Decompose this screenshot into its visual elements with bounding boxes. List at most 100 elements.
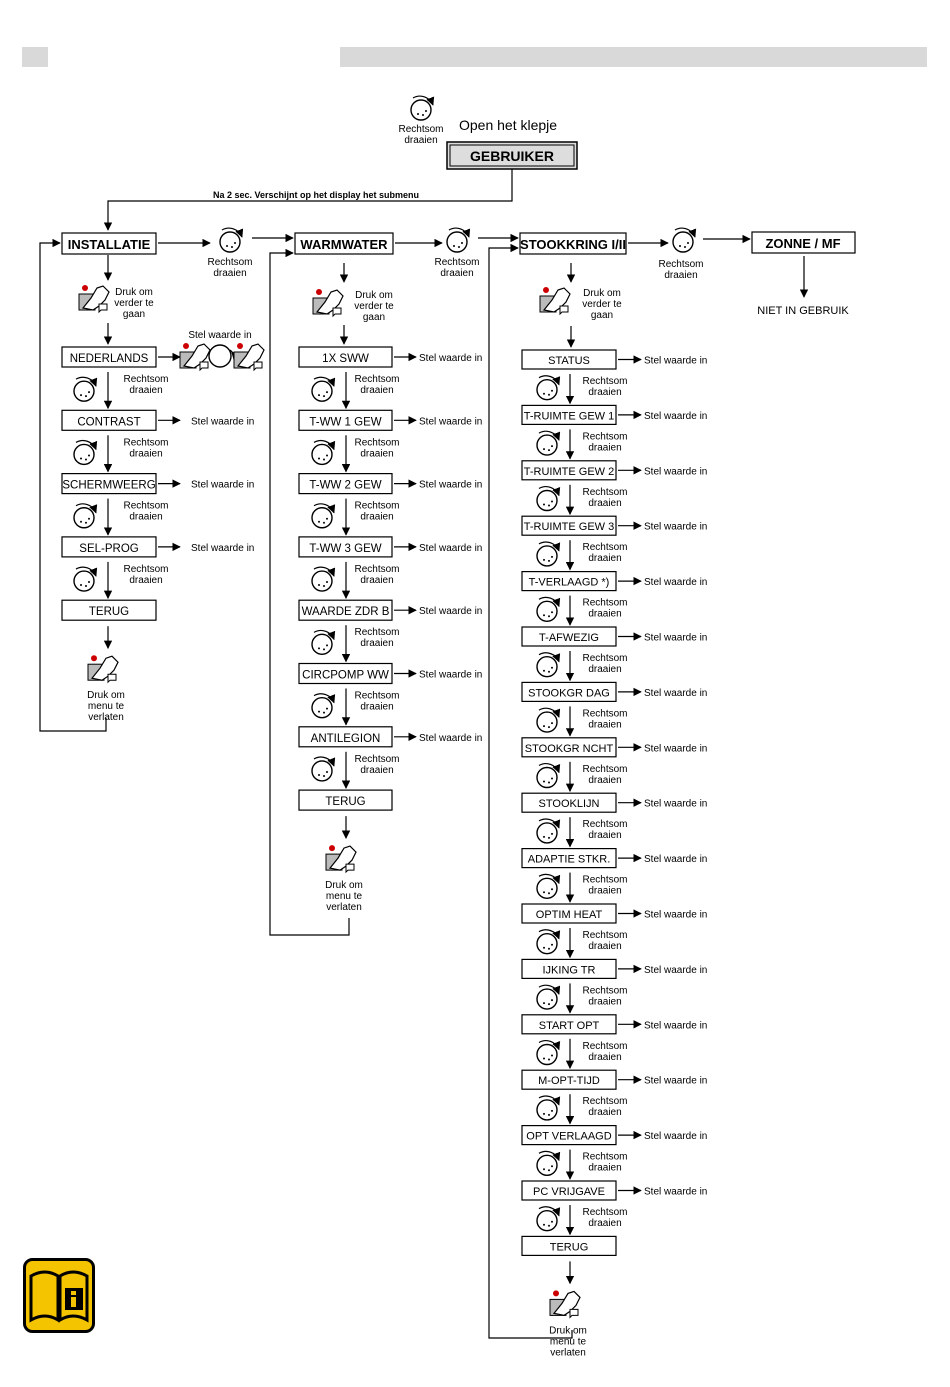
zonne-menu[interactable] <box>751 231 856 254</box>
dial-icon[interactable] <box>537 985 559 1009</box>
dial-icon[interactable] <box>74 504 96 528</box>
dial-icon[interactable] <box>312 377 334 401</box>
dial-icon[interactable] <box>537 1096 559 1120</box>
menu-item-label: TERUG <box>89 606 129 618</box>
menu-item-label: OPTIM HEAT <box>536 909 603 921</box>
dial-icon[interactable] <box>74 567 96 591</box>
menu-item-start-opt[interactable] <box>521 1014 617 1035</box>
press-label: Druk om <box>355 290 393 301</box>
menu-item-label: T-RUIMTE GEW 1 <box>524 410 614 422</box>
nederlands-set-label: Stel waarde in <box>188 330 251 341</box>
menu-item-t-ww-2-gew[interactable] <box>298 473 393 495</box>
dial-icon[interactable] <box>208 344 232 368</box>
menu-item-t-verlaagd-[interactable] <box>521 570 617 592</box>
dial-icon[interactable] <box>537 764 559 788</box>
press-button-icon[interactable] <box>179 342 211 371</box>
menu-item-label: T-VERLAAGD *) <box>529 577 610 589</box>
dial-icon[interactable] <box>537 487 559 511</box>
press-button-icon[interactable] <box>325 844 357 873</box>
dial-icon[interactable] <box>312 757 334 781</box>
turn-label: Rechtsom <box>123 374 168 385</box>
menu-item-t-ruimte-gew-3[interactable] <box>521 515 617 536</box>
dial-icon[interactable] <box>447 228 469 252</box>
press-button-icon[interactable] <box>233 342 265 371</box>
dial-icon[interactable] <box>220 228 242 252</box>
menu-item-t-ruimte-gew-1[interactable] <box>521 404 617 425</box>
menu-item-t-ww-1-gew[interactable] <box>298 409 393 431</box>
turn-label: draaien <box>588 1107 621 1118</box>
dial-icon[interactable] <box>74 441 96 465</box>
dial-icon[interactable] <box>312 567 334 591</box>
menu-item-terug[interactable] <box>61 599 157 621</box>
menu-item-label: T-RUIMTE GEW 3 <box>524 521 614 533</box>
dial-icon[interactable] <box>312 630 334 654</box>
menu-item-pc-vrijgave[interactable] <box>521 1180 617 1201</box>
press-button-icon[interactable] <box>549 1289 581 1319</box>
press-button-icon[interactable] <box>312 288 344 317</box>
set-value-label: Stel waarde in <box>644 1020 707 1031</box>
menu-item-optim-heat[interactable] <box>521 903 617 924</box>
menu-item-adaptie-stkr-[interactable] <box>521 847 617 869</box>
menu-item-status[interactable] <box>521 349 617 370</box>
dial-icon[interactable] <box>537 1151 559 1175</box>
dial-icon[interactable] <box>537 1041 559 1065</box>
menu-item-contrast[interactable] <box>61 409 157 431</box>
turn-label: Rechtsom <box>582 1207 627 1218</box>
dial-icon[interactable] <box>312 504 334 528</box>
menu-item-ijking-tr[interactable] <box>521 958 617 980</box>
press-button-icon[interactable] <box>87 654 119 683</box>
menu-item-opt-verlaagd[interactable] <box>521 1124 617 1146</box>
menu-item-waarde-zdr-b[interactable] <box>298 599 393 621</box>
turn-label: draaien <box>588 1052 621 1063</box>
dial-icon[interactable] <box>537 653 559 677</box>
stookkring-title: STOOKKRING I/II <box>520 237 626 252</box>
set-value-label: Stel waarde in <box>644 633 707 644</box>
turn-label: Rechtsom <box>354 501 399 512</box>
press-button-icon[interactable] <box>539 286 571 315</box>
turn-label: draaien <box>360 765 393 776</box>
gebruiker-button[interactable] <box>446 141 578 170</box>
turn-label: Rechtsom <box>354 564 399 575</box>
set-value-label: Stel waarde in <box>191 416 254 427</box>
menu-item-circpomp-ww[interactable] <box>298 662 393 685</box>
dial-icon[interactable] <box>411 96 433 120</box>
dial-icon[interactable] <box>537 930 559 954</box>
dial-icon[interactable] <box>312 694 334 718</box>
dial-icon[interactable] <box>537 376 559 400</box>
turn-label: Rechtsom <box>354 627 399 638</box>
stookkring-menu[interactable] <box>519 232 627 255</box>
dial-icon[interactable] <box>537 874 559 898</box>
exit-label: verlaten <box>326 902 362 913</box>
dial-icon[interactable] <box>537 542 559 566</box>
menu-item-stookgr-ncht[interactable] <box>521 737 617 758</box>
menu-item-stooklijn[interactable] <box>521 792 617 813</box>
menu-item-t-afwezig[interactable] <box>521 626 617 647</box>
turn-label: Rechtsom <box>658 259 703 270</box>
menu-item-terug[interactable] <box>298 789 393 811</box>
menu-item-label: OPT VERLAAGD <box>526 1131 611 1143</box>
menu-item-label: CIRCPOMP WW <box>302 670 389 682</box>
warmwater-menu[interactable] <box>294 232 394 255</box>
set-value-label: Stel waarde in <box>644 1187 707 1198</box>
dial-icon[interactable] <box>74 377 96 401</box>
menu-item-t-ww-3-gew[interactable] <box>298 536 393 558</box>
menu-item-sel-prog[interactable] <box>61 536 157 558</box>
menu-item-terug[interactable] <box>521 1235 617 1257</box>
menu-item-stookgr-dag[interactable] <box>521 681 617 703</box>
dial-icon[interactable] <box>673 228 695 252</box>
menu-item-t-ruimte-gew-2[interactable] <box>521 460 617 481</box>
dial-icon[interactable] <box>537 819 559 843</box>
dial-icon[interactable] <box>537 597 559 621</box>
installatie-menu[interactable] <box>61 232 157 255</box>
menu-item-antilegion[interactable] <box>298 726 393 748</box>
dial-icon[interactable] <box>537 431 559 455</box>
dial-icon[interactable] <box>537 708 559 732</box>
menu-item-m-opt-tijd[interactable] <box>521 1069 617 1090</box>
menu-item-schermweerg[interactable] <box>61 473 157 495</box>
dial-icon[interactable] <box>537 1207 559 1231</box>
press-button-icon[interactable] <box>78 284 110 313</box>
menu-item-1x-sww[interactable] <box>298 346 393 368</box>
dial-icon[interactable] <box>312 441 334 465</box>
menu-item-nederlands[interactable] <box>61 346 157 368</box>
